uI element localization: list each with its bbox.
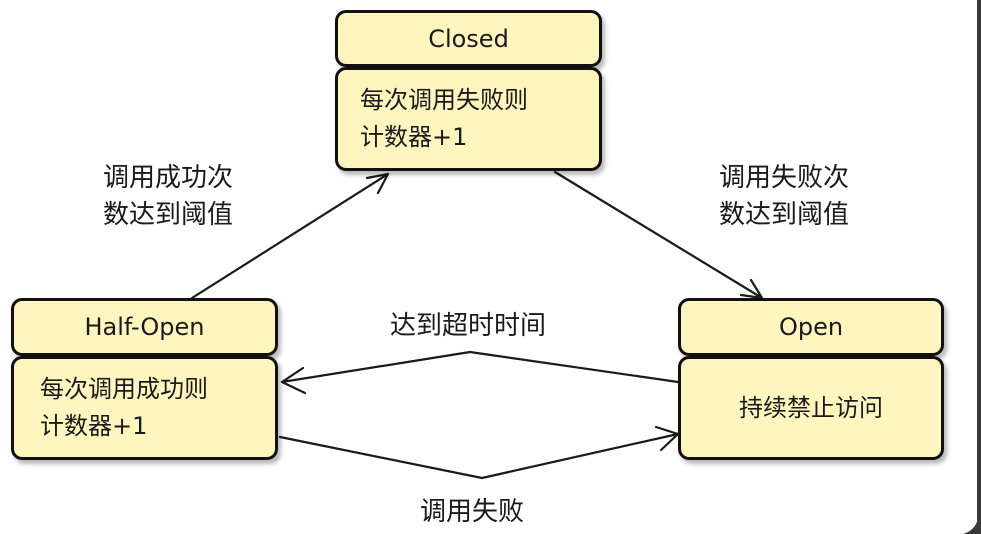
half-open-state-title-text: Half-Open [84,313,205,341]
label-half-open-to-closed-line-2: 数达到阈值 [103,200,234,230]
label-half-open-to-open: 调用失败 [420,494,524,531]
label-half-open-to-closed: 调用成功次 数达到阈值 [103,160,233,234]
half-open-state-body-line-1: 每次调用成功则 [40,375,208,403]
label-closed-to-open: 调用失败次 数达到阈值 [719,160,849,234]
frame-right-edge [977,0,981,534]
open-state-title-text: Open [778,313,844,341]
closed-state-body-line-2: 计数器+1 [360,123,468,151]
half-open-state-body-line-2: 计数器+1 [40,412,148,440]
arrow-half-open-to-open [278,425,680,480]
closed-state-title-text: Closed [428,24,509,53]
label-closed-to-open-line-1: 调用失败次 [719,163,850,193]
closed-state-title: Closed [335,10,602,67]
frame-corner [963,504,981,534]
label-half-open-to-open-text: 调用失败 [420,497,525,527]
open-state-body: 持续禁止访问 [678,356,944,460]
closed-state-body: 每次调用失败则 计数器+1 [335,67,602,171]
closed-state-body-line-1: 每次调用失败则 [360,86,528,114]
label-closed-to-open-line-2: 数达到阈值 [719,200,850,230]
half-open-state-body: 每次调用成功则 计数器+1 [11,356,278,460]
label-open-to-half-open-text: 达到超时时间 [390,311,547,341]
open-state-title: Open [678,298,944,356]
open-state-body-text: 持续禁止访问 [739,393,883,422]
half-open-state-title: Half-Open [11,298,278,356]
label-half-open-to-closed-line-1: 调用成功次 [103,163,234,193]
label-open-to-half-open: 达到超时时间 [390,308,546,345]
arrow-open-to-half-open [280,350,680,395]
